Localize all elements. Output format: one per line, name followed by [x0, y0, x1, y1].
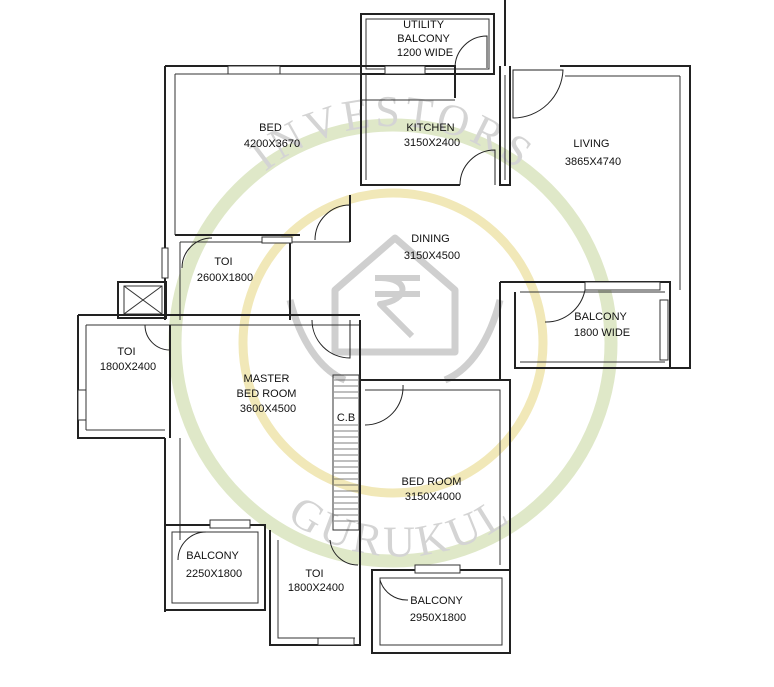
watermark-top-text: INVESTORS	[242, 87, 544, 180]
door-swing	[364, 384, 404, 426]
room-labels: UTILITY BALCONY 1200 WIDE BED 4200X3670 …	[100, 19, 630, 624]
window	[317, 637, 355, 646]
window	[209, 519, 251, 529]
window	[161, 247, 169, 279]
door-swing	[329, 539, 359, 566]
watermark-outer-ring	[168, 118, 618, 568]
doors	[144, 35, 586, 601]
room-label-dining: DINING 3150X4500	[404, 233, 460, 262]
door-swing	[181, 237, 213, 269]
room-label-toi-3: TOI 1800X2400	[288, 568, 344, 594]
room-label-toi-2: TOI 1800X2400	[100, 346, 156, 373]
door-swing	[177, 531, 207, 561]
room-label-balcony-bedroom: BALCONY 2950X1800	[410, 595, 466, 624]
watermark-inner-ring	[238, 188, 548, 498]
room-label-bed-room: BED ROOM 3150X4000	[402, 476, 465, 503]
door-swing	[379, 579, 409, 601]
watermark-bottom-text: GURUKUL	[281, 486, 519, 566]
walls	[77, 0, 691, 654]
rupee-house-hands-icon	[286, 234, 504, 384]
room-label-balcony-living: BALCONY 1800 WIDE	[574, 311, 630, 339]
door-swing	[544, 289, 586, 323]
door-swing	[459, 149, 496, 186]
window	[77, 389, 87, 421]
door-swing	[454, 35, 488, 69]
door-swing	[314, 204, 351, 241]
window	[659, 299, 669, 361]
door-swing	[144, 324, 171, 351]
room-label-balcony-master: BALCONY 2250X1800	[186, 550, 242, 580]
room-label-kitchen: KITCHEN 3150X2400	[404, 122, 460, 149]
cb-hatch	[334, 379, 358, 522]
windows	[77, 65, 669, 646]
cb-label-box	[334, 409, 358, 424]
room-label-cb: C.B	[337, 412, 355, 424]
room-label-toi-1: TOI 2600X1800	[197, 256, 253, 284]
room-label-living: LIVING 3865X4740	[565, 138, 621, 168]
room-label-utility-balcony: UTILITY BALCONY 1200 WIDE	[397, 19, 453, 59]
room-label-master-bed-room: MASTER BED ROOM 3600X4500	[237, 373, 300, 415]
window	[584, 281, 661, 291]
window	[261, 236, 293, 244]
window	[414, 564, 461, 574]
window	[227, 65, 281, 75]
door-swing	[512, 69, 564, 119]
room-label-bed: BED 4200X3670	[244, 122, 300, 150]
door-swing	[311, 319, 351, 359]
window	[384, 65, 426, 75]
watermark: INVESTORS GURUKUL	[168, 87, 618, 568]
